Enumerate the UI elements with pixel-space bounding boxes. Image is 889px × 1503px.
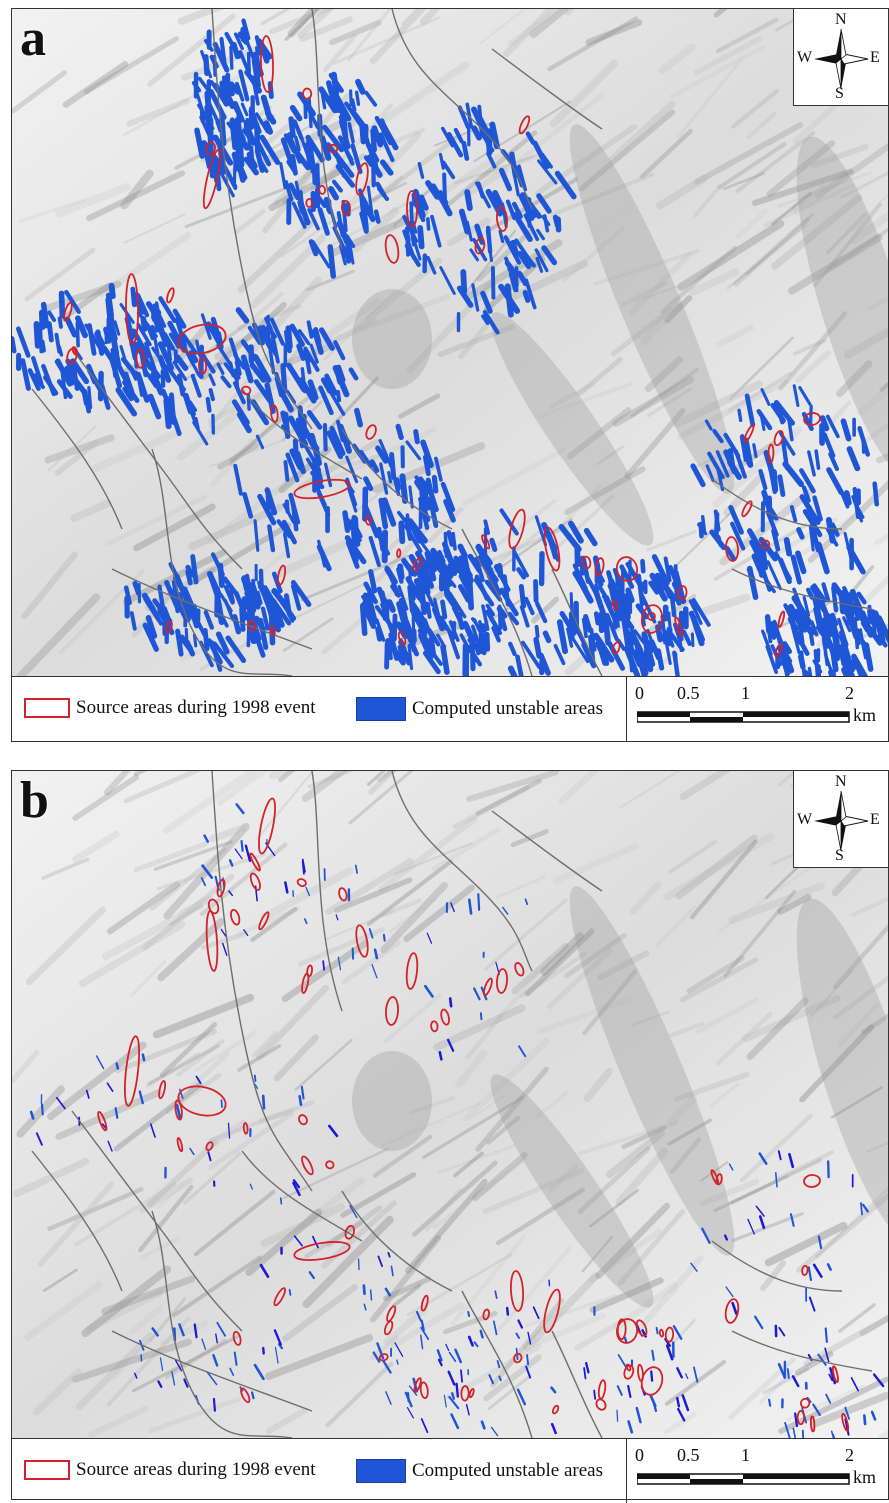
compass-s: S bbox=[835, 85, 844, 102]
map-canvas-a bbox=[12, 9, 888, 676]
compass-s: S bbox=[835, 847, 844, 864]
scale-bar-b: 0 0.5 1 2 km bbox=[627, 1439, 888, 1503]
scale-bar-graphic bbox=[637, 1473, 850, 1485]
scale-unit: km bbox=[853, 705, 877, 725]
compass-e: E bbox=[870, 811, 880, 828]
legend-bar-b: Source areas during 1998 event Computed … bbox=[12, 1439, 888, 1503]
scale-tick-1: 1 bbox=[741, 1445, 750, 1465]
legend-item-unstable-areas: Computed unstable areas bbox=[356, 1459, 603, 1483]
legend-a: Source areas during 1998 event Computed … bbox=[12, 677, 627, 741]
scale-tick-2: 2 bbox=[845, 1445, 854, 1465]
map-panel-a: a N S E W Source areas during 1998 event… bbox=[11, 8, 889, 742]
compass-n: N bbox=[835, 773, 847, 790]
panel-label-a: a bbox=[20, 10, 46, 67]
scale-tick-0-5: 0.5 bbox=[677, 683, 700, 703]
map-panel-b: b N S E W Source areas during 1998 event… bbox=[11, 770, 889, 1503]
source-areas-1998 bbox=[63, 35, 821, 658]
scale-tick-0: 0 bbox=[635, 1445, 644, 1465]
compass-rose-icon bbox=[814, 790, 869, 852]
north-arrow-a: N S E W bbox=[793, 9, 888, 106]
north-arrow-b: N S E W bbox=[793, 771, 888, 868]
legend-label-source: Source areas during 1998 event bbox=[76, 1459, 316, 1480]
scale-unit: km bbox=[853, 1467, 877, 1487]
legend-label-unstable: Computed unstable areas bbox=[412, 1460, 604, 1481]
compass-n: N bbox=[835, 11, 847, 28]
compass-rose-icon bbox=[814, 28, 869, 90]
scale-bar-a: 0 0.5 1 2 km bbox=[627, 677, 888, 741]
legend-item-source-areas: Source areas during 1998 event bbox=[24, 697, 316, 719]
scale-tick-0-5: 0.5 bbox=[677, 1445, 700, 1465]
unstable-area-swatch bbox=[356, 697, 406, 721]
legend-item-source-areas: Source areas during 1998 event bbox=[24, 1459, 316, 1481]
drainage-channels bbox=[31, 771, 873, 1438]
source-area-swatch bbox=[24, 1460, 70, 1480]
legend-label-unstable: Computed unstable areas bbox=[412, 698, 604, 719]
hillshade-background bbox=[12, 771, 888, 1438]
scale-tick-2: 2 bbox=[845, 683, 854, 703]
scale-tick-0: 0 bbox=[635, 683, 644, 703]
computed-unstable-areas bbox=[12, 18, 888, 676]
legend-item-unstable-areas: Computed unstable areas bbox=[356, 697, 603, 721]
hillshade-map-a bbox=[12, 9, 888, 677]
source-areas-1998 bbox=[97, 797, 850, 1433]
scale-bar-graphic bbox=[637, 711, 850, 723]
legend-label-source: Source areas during 1998 event bbox=[76, 697, 316, 718]
hillshade-map-b bbox=[12, 771, 888, 1439]
unstable-area-swatch bbox=[356, 1459, 406, 1483]
compass-e: E bbox=[870, 49, 880, 66]
map-canvas-b bbox=[12, 771, 888, 1438]
compass-w: W bbox=[797, 811, 813, 828]
panel-label-b: b bbox=[20, 772, 49, 829]
source-area-swatch bbox=[24, 698, 70, 718]
scale-tick-1: 1 bbox=[741, 683, 750, 703]
drainage-channels bbox=[31, 9, 873, 676]
legend-bar-a: Source areas during 1998 event Computed … bbox=[12, 677, 888, 741]
legend-b: Source areas during 1998 event Computed … bbox=[12, 1439, 627, 1503]
compass-w: W bbox=[797, 49, 813, 66]
